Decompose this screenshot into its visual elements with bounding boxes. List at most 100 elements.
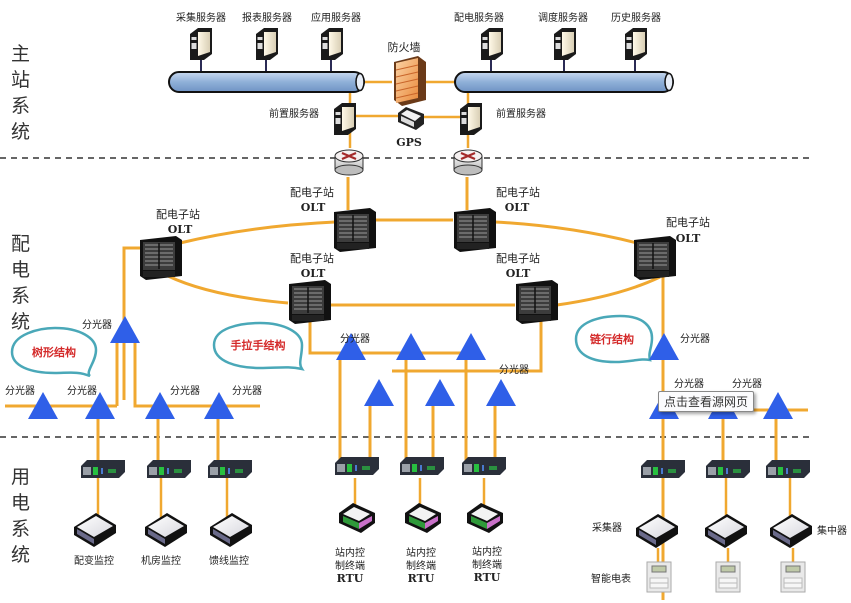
- section-label-consumption-char: 统: [11, 544, 30, 566]
- smart-meter-icon: [646, 561, 672, 593]
- concentrator-label: 集中器: [817, 524, 847, 537]
- gps-label: GPS: [396, 136, 422, 149]
- rtu-label-line1: 站内控: [406, 546, 436, 559]
- onu-icon: [706, 460, 750, 478]
- terminal-box-icon: [145, 513, 187, 547]
- olt-icon: [333, 207, 377, 253]
- server-collection: 采集服务器: [176, 11, 226, 60]
- front-server-left: 前置服务器: [269, 103, 356, 135]
- splitter: 分光器: [5, 384, 58, 419]
- section-label-distribution-char: 系: [11, 285, 30, 307]
- bubble-label: 链行结构: [590, 332, 634, 346]
- section-label-distribution-char: 电: [11, 259, 30, 281]
- olt-sub: OLT: [301, 201, 326, 214]
- gps-icon: [398, 107, 424, 130]
- olt-sub: OLT: [676, 232, 701, 245]
- splitters: 分光器 分光器 分光器 分光器 分光器 分光器 分光器: [5, 316, 793, 419]
- router-icon: [452, 148, 484, 177]
- splitter-label: 分光器: [340, 332, 370, 345]
- splitter: 分光器: [145, 384, 200, 419]
- rtu-terminal-1: 站内控 制终端 RTU: [335, 503, 375, 585]
- collector-icon: [705, 514, 747, 548]
- splitter-label: 分光器: [82, 318, 112, 331]
- collector-1: 采集器: [592, 514, 678, 548]
- server-label: 报表服务器: [242, 11, 292, 24]
- front-server-right: 前置服务器: [460, 103, 546, 135]
- concentrator: 集中器: [770, 514, 847, 548]
- olt-sub: OLT: [505, 201, 530, 214]
- splitter: 分光器: [67, 384, 115, 419]
- olt-station-6: 配电子站 OLT: [633, 215, 710, 281]
- olt-station-3: 配电子站 OLT: [453, 185, 540, 253]
- server-label: 采集服务器: [176, 11, 226, 24]
- olt-sub: OLT: [301, 267, 326, 280]
- server-dispatch: 调度服务器: [538, 11, 588, 60]
- server-icon: [625, 28, 647, 60]
- bubble-label: 树形结构: [32, 345, 76, 359]
- terminal-feeder-monitor: 馈线监控: [209, 513, 252, 567]
- server-report: 报表服务器: [242, 11, 292, 60]
- splitter: 分光器: [649, 332, 710, 360]
- bubble-chain-structure: 链行结构: [574, 314, 654, 364]
- olt-icon: [515, 279, 559, 325]
- section-label-consumption-char: 用: [11, 466, 30, 488]
- olt-sub: OLT: [506, 267, 531, 280]
- bubble-tree-structure: 树形结构: [10, 326, 98, 378]
- splitter-icon: [110, 316, 140, 343]
- olt-name: 配电子站: [496, 251, 540, 265]
- collector-label: 采集器: [592, 521, 622, 534]
- splitter: 分光器: [649, 377, 704, 419]
- olt-station-4: 配电子站 OLT: [288, 251, 334, 325]
- onu-devices: [81, 457, 810, 478]
- olt-name: 配电子站: [290, 251, 334, 265]
- server-icon: [321, 28, 343, 60]
- splitter-icon: [425, 379, 455, 406]
- section-label-distribution-char: 配: [11, 233, 30, 255]
- terminal-label: 馈线监控: [209, 554, 249, 567]
- server-icon: [554, 28, 576, 60]
- smart-meter-1: 智能电表: [591, 561, 672, 593]
- onu-icon: [766, 460, 810, 478]
- olt-icon: [633, 235, 677, 281]
- splitter-icon: [396, 333, 426, 360]
- section-label-master: 主 站 系 统: [11, 43, 30, 143]
- section-label-consumption: 用 电 系 统: [11, 466, 30, 566]
- server-icon: [190, 28, 212, 60]
- rtu-label-line1: 站内控: [472, 545, 502, 558]
- section-label-distribution: 配 电 系 统: [11, 233, 30, 333]
- olt-name: 配电子站: [496, 185, 540, 199]
- server-icon: [481, 28, 503, 60]
- onu-icon: [147, 460, 191, 478]
- concentrator-icon: [770, 514, 812, 548]
- server-label: 调度服务器: [538, 11, 588, 24]
- onu-icon: [208, 460, 252, 478]
- view-source-tooltip[interactable]: 点击查看源网页: [658, 391, 755, 412]
- front-server-label: 前置服务器: [269, 107, 319, 120]
- server-application: 应用服务器: [311, 11, 361, 60]
- splitter: 分光器: [708, 377, 762, 419]
- section-label-distribution-char: 统: [11, 311, 30, 333]
- server-label: 历史服务器: [611, 11, 661, 24]
- splitter-icon: [486, 379, 516, 406]
- rtu-label-line2: 制终端: [406, 559, 436, 572]
- firewall: 防火墙: [388, 40, 426, 106]
- splitter: 分光器: [486, 363, 529, 406]
- bubble-hand-in-hand-structure: 手拉手结构: [212, 321, 305, 371]
- firewall-label: 防火墙: [388, 40, 421, 54]
- splitter: 分光器: [82, 316, 140, 343]
- terminal-box-icon: [210, 513, 252, 547]
- olt-station-1: 配电子站 OLT: [139, 207, 200, 281]
- olt-name: 配电子站: [290, 185, 334, 199]
- terminal-box-icon: [74, 513, 116, 547]
- terminal-label: 配变监控: [74, 554, 114, 567]
- splitter-label: 分光器: [5, 384, 35, 397]
- section-label-master-char: 主: [11, 43, 30, 65]
- onu-icon: [400, 457, 444, 475]
- rtu-terminal-3: 站内控 制终端 RTU: [467, 503, 503, 584]
- smart-meter-icon: [780, 561, 806, 593]
- rtu-icon: [339, 503, 375, 533]
- onu-icon: [81, 460, 125, 478]
- rtu-label-line2: 制终端: [335, 559, 365, 572]
- server-icon: [256, 28, 278, 60]
